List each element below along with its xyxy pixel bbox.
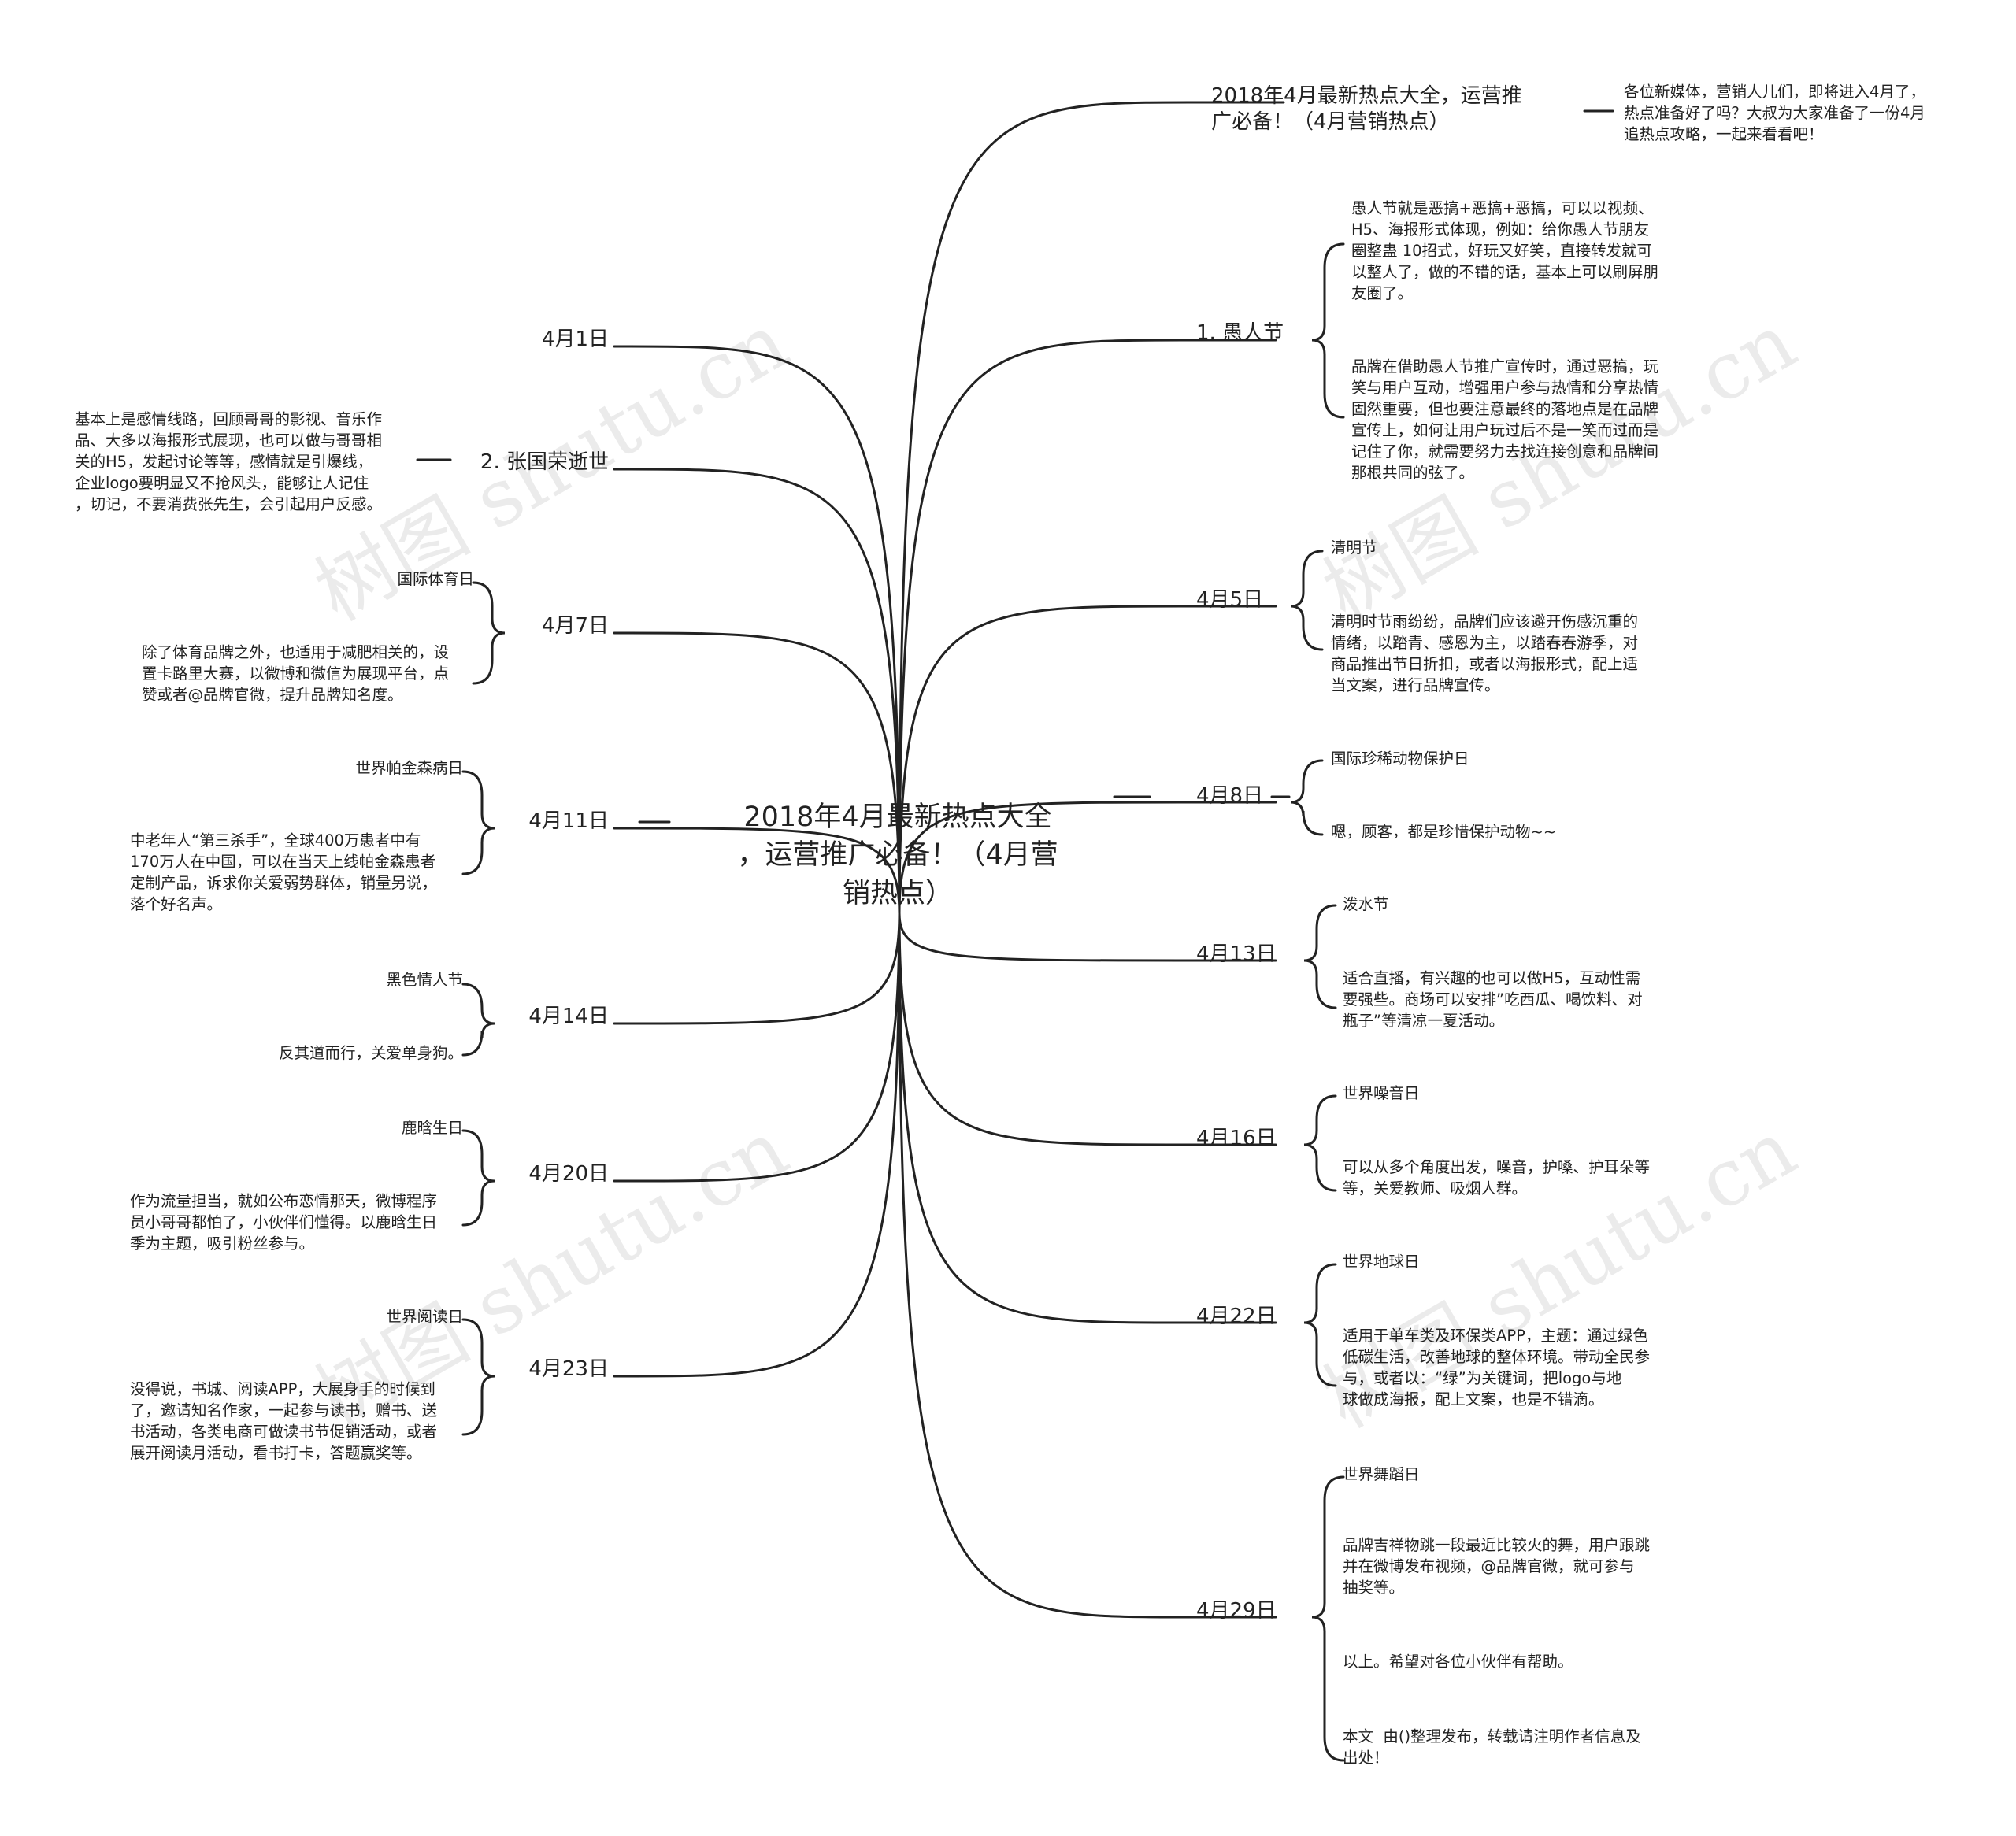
branch-left-apr1[interactable]: 4月1日 bbox=[541, 328, 609, 351]
branch-right-apr8[interactable]: 4月8日 bbox=[1196, 784, 1264, 808]
edge-left-6 bbox=[613, 912, 901, 1378]
branch-left-apr14[interactable]: 4月14日 bbox=[528, 1005, 609, 1028]
leaf-right-april-fools-2[interactable]: 品牌在借助愚人节推广宣传时，通过恶搞，玩 笑与用户互动，增强用户参与热情和分享热… bbox=[1351, 357, 1659, 482]
bracket-apr22 bbox=[1303, 1263, 1337, 1387]
edge-left-5 bbox=[613, 912, 901, 1183]
edge-left-1 bbox=[613, 468, 901, 915]
bracket-apr8 bbox=[1290, 759, 1324, 836]
branch-right-intro[interactable]: 2018年4月最新热点大全，运营推 广必备！（4月营销热点） bbox=[1211, 84, 1522, 135]
branch-right-apr22[interactable]: 4月22日 bbox=[1196, 1305, 1277, 1328]
leaf-right-apr5-2[interactable]: 清明时节雨纷纷，品牌们应该避开伤感沉重的 情绪，以踏青、感恩为主，以踏春春游季，… bbox=[1331, 613, 1639, 694]
branch-right-apr29[interactable]: 4月29日 bbox=[1196, 1599, 1277, 1623]
leaf-right-apr16-2[interactable]: 可以从多个角度出发，噪音，护嗓、护耳朵等 等，关爱教师、吸烟人群。 bbox=[1343, 1158, 1651, 1197]
leaf-right-apr29-4[interactable]: 本文 由()整理发布，转载请注明作者信息及 出处！ bbox=[1343, 1727, 1641, 1767]
leaf-right-apr5-1[interactable]: 清明节 bbox=[1331, 539, 1377, 557]
edge-right-0 bbox=[898, 101, 1285, 915]
leaf-right-apr29-3[interactable]: 以上。希望对各位小伙伴有帮助。 bbox=[1343, 1653, 1573, 1671]
branch-left-apr7[interactable]: 4月7日 bbox=[541, 614, 609, 638]
leaf-left-apr14-2[interactable]: 反其道而行，关爱单身狗。 bbox=[278, 1044, 463, 1062]
bracket-apr14 bbox=[461, 983, 495, 1057]
bracket-apr20 bbox=[461, 1129, 495, 1227]
leaf-right-apr22-2[interactable]: 适用于单车类及环保类APP，主题：通过绿色 低碳生活，改善地球的整体环境。带动全… bbox=[1343, 1327, 1651, 1408]
bracket-apr29 bbox=[1311, 1475, 1345, 1762]
edge-right-1 bbox=[898, 339, 1277, 915]
edge-right-7 bbox=[898, 912, 1277, 1619]
leaf-right-april-fools-1[interactable]: 愚人节就是恶搞+恶搞+恶搞，可以以视频、 H5、海报形式体现，例如：给你愚人节朋… bbox=[1351, 199, 1659, 302]
edge-left-4 bbox=[613, 912, 901, 1025]
edge-left-2 bbox=[613, 631, 901, 915]
bracket-april-fools bbox=[1311, 242, 1345, 419]
bracket-apr5 bbox=[1290, 550, 1324, 651]
edge-right-6 bbox=[898, 912, 1277, 1324]
branch-right-apr16[interactable]: 4月16日 bbox=[1196, 1127, 1277, 1150]
branch-left-leslie-cheung[interactable]: 2. 张国荣逝世 bbox=[480, 450, 609, 474]
leaf-left-apr7-1[interactable]: 国际体育日 bbox=[397, 570, 474, 588]
leaf-left-apr14-1[interactable]: 黑色情人节 bbox=[386, 971, 463, 989]
leaf-left-apr20-1[interactable]: 鹿晗生日 bbox=[401, 1119, 463, 1137]
branch-left-apr20[interactable]: 4月20日 bbox=[528, 1162, 609, 1186]
leaf-left-apr7-2[interactable]: 除了体育品牌之外，也适用于减肥相关的，设 置卡路里大赛，以微博和微信为展现平台，… bbox=[142, 643, 450, 704]
bracket-apr7 bbox=[472, 581, 506, 685]
leaf-right-apr29-1[interactable]: 世界舞蹈日 bbox=[1343, 1465, 1420, 1483]
bracket-apr23 bbox=[461, 1318, 495, 1436]
edge-right-5 bbox=[898, 912, 1277, 1146]
leaf-left-apr11-2[interactable]: 中老年人“第三杀手”，全球400万患者中有 170万人在中国，可以在当天上线帕金… bbox=[130, 831, 438, 913]
leaf-left-apr23-1[interactable]: 世界阅读日 bbox=[386, 1308, 463, 1326]
leaf-right-apr8-1[interactable]: 国际珍稀动物保护日 bbox=[1331, 750, 1469, 768]
edge-left-0 bbox=[613, 345, 901, 915]
bracket-apr13 bbox=[1303, 904, 1337, 1009]
central-topic[interactable]: 2018年4月最新热点大全 ，运营推广必备！（4月营 销热点） bbox=[737, 801, 1058, 909]
leaf-right-apr22-1[interactable]: 世界地球日 bbox=[1343, 1253, 1420, 1271]
bracket-apr16 bbox=[1303, 1094, 1337, 1192]
leaf-right-apr13-2[interactable]: 适合直播，有兴趣的也可以做H5，互动性需 要强些。商场可以安排”吃西瓜、喝饮料、… bbox=[1343, 969, 1643, 1030]
branch-left-apr23[interactable]: 4月23日 bbox=[528, 1357, 609, 1381]
edge-left-3 bbox=[613, 827, 901, 915]
leaf-right-apr8-2[interactable]: 嗯，顾客，都是珍惜保护动物~~ bbox=[1331, 823, 1557, 841]
branch-right-apr5[interactable]: 4月5日 bbox=[1196, 588, 1264, 612]
edge-right-3 bbox=[898, 801, 1277, 915]
leaf-left-leslie-cheung-1[interactable]: 基本上是感情线路，回顾哥哥的影视、音乐作 品、大多以海报形式展现，也可以做与哥哥… bbox=[75, 410, 383, 513]
leaf-right-apr13-1[interactable]: 泼水节 bbox=[1343, 895, 1389, 913]
branch-right-april-fools[interactable]: 1. 愚人节 bbox=[1196, 321, 1284, 345]
branch-left-apr11[interactable]: 4月11日 bbox=[528, 809, 609, 833]
leaf-right-apr29-2[interactable]: 品牌吉祥物跳一段最近比较火的舞，用户跟跳 并在微博发布视频，@品牌官微，就可参与… bbox=[1343, 1536, 1651, 1597]
leaf-left-apr23-2[interactable]: 没得说，书城、阅读APP，大展身手的时候到 了，邀请知名作家，一起参与读书，赠书… bbox=[130, 1380, 438, 1462]
branch-right-apr13[interactable]: 4月13日 bbox=[1196, 942, 1277, 966]
edge-right-4 bbox=[898, 912, 1277, 962]
edge-right-2 bbox=[898, 605, 1277, 915]
leaf-right-intro-1[interactable]: 各位新媒体，营销人儿们，即将进入4月了， 热点准备好了吗？大叔为大家准备了一份4… bbox=[1624, 83, 1925, 143]
leaf-left-apr20-2[interactable]: 作为流量担当，就如公布恋情那天，微博程序 员小哥哥都怕了，小伙伴们懂得。以鹿晗生… bbox=[130, 1192, 438, 1253]
leaf-right-apr16-1[interactable]: 世界噪音日 bbox=[1343, 1084, 1420, 1102]
bracket-apr11 bbox=[461, 770, 495, 875]
leaf-left-apr11-1[interactable]: 世界帕金森病日 bbox=[355, 759, 463, 777]
